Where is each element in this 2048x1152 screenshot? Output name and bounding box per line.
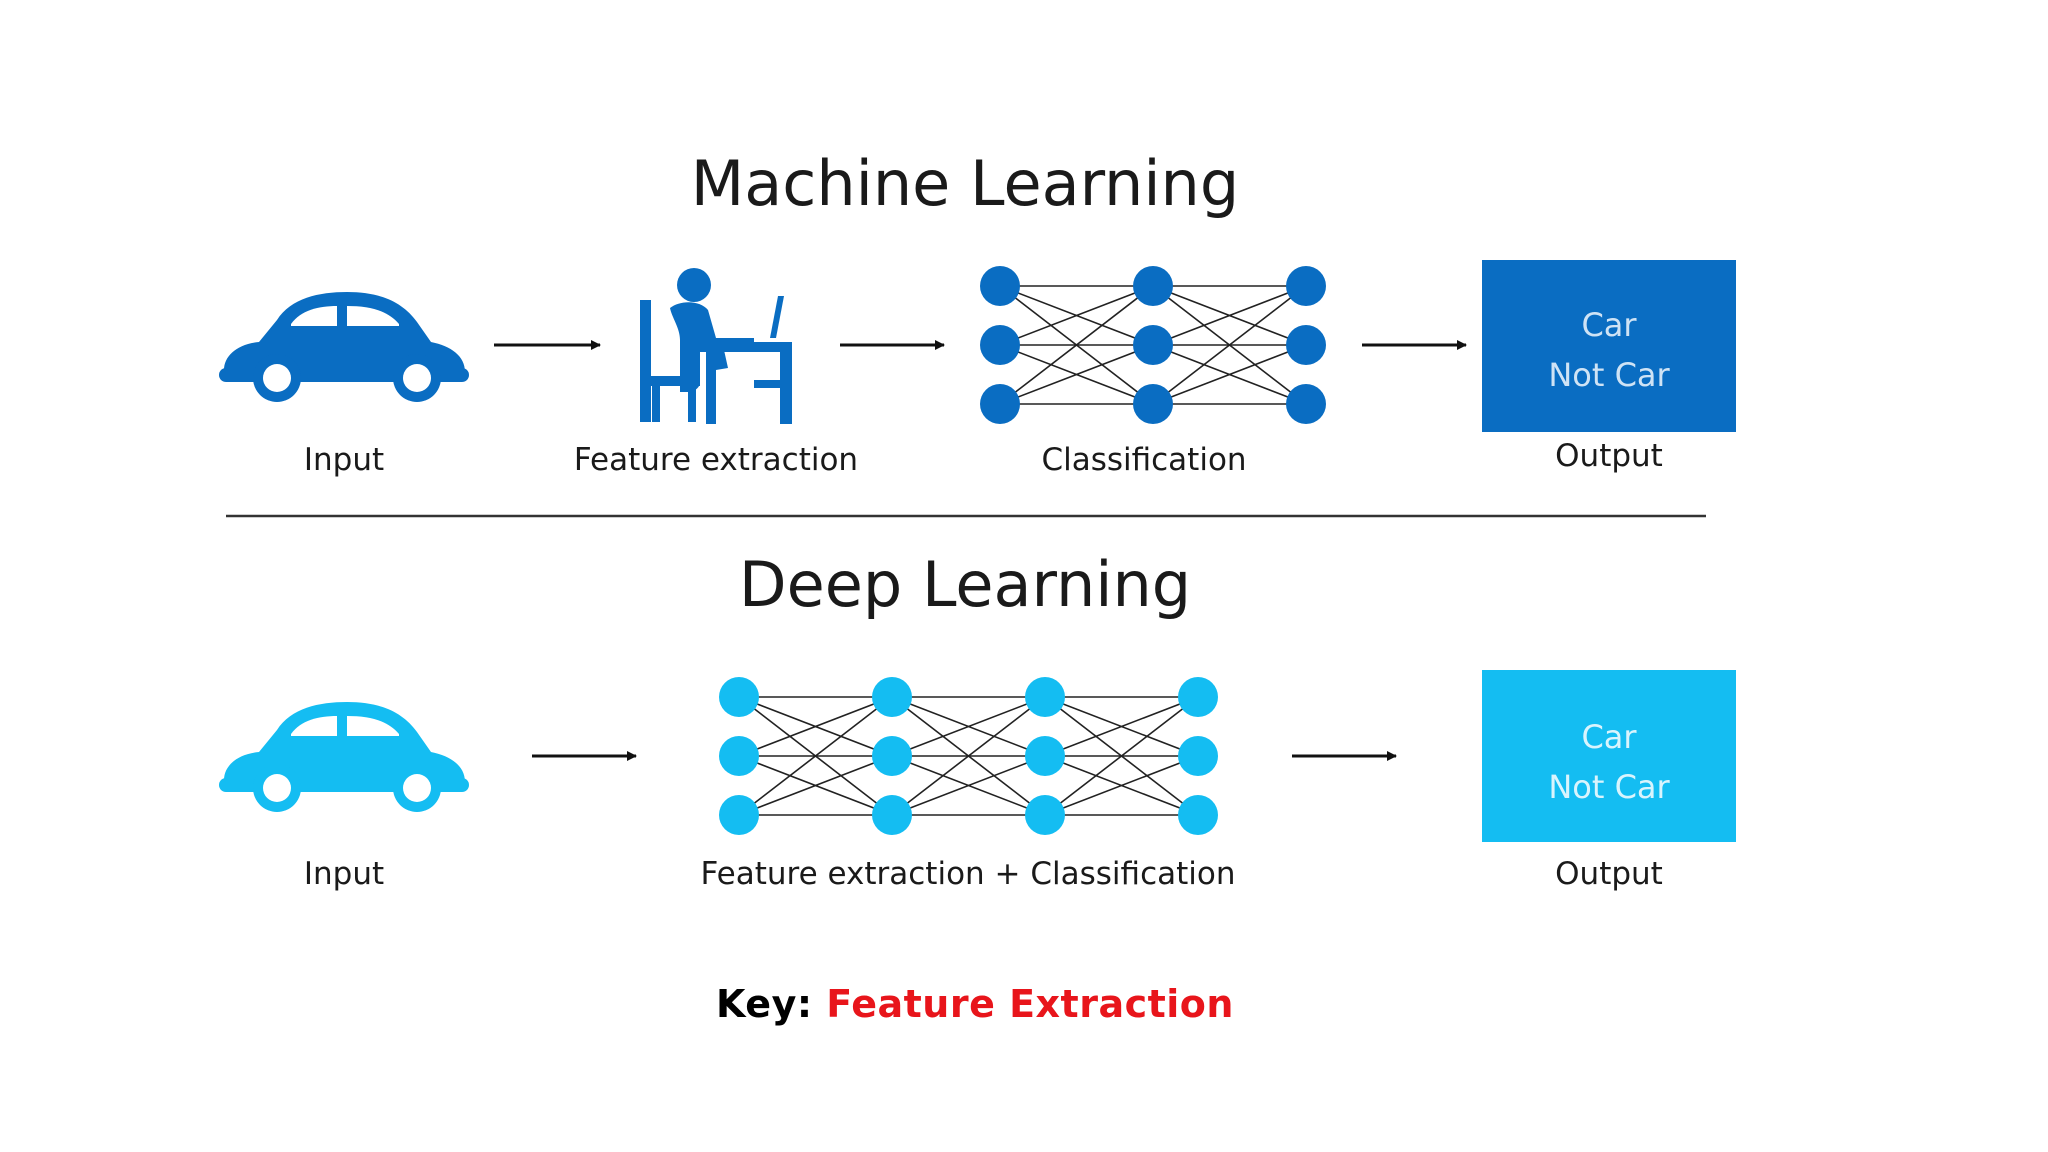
ml-network-node [1286,325,1326,365]
ml-network-node [1286,266,1326,306]
ml-network-node [980,384,1020,424]
key-legend: Key: Feature Extraction [0,982,1950,1026]
dl-title: Deep Learning [739,548,1191,621]
ml-network-node [980,266,1020,306]
dl-output-option-not-car: Not Car [1548,768,1670,806]
ml-feature-label: Feature extraction [574,442,858,478]
dl-network-connection [738,755,893,816]
dl-network-node [719,677,759,717]
ml-network-connection [1152,344,1307,405]
ml-network-node [980,325,1020,365]
dl-network-connection [1044,755,1199,816]
dl-network-node [1178,795,1218,835]
dl-network-node [872,795,912,835]
dl-input-label: Input [304,856,384,892]
ml-network-connection [1152,285,1307,405]
key-value: Feature Extraction [826,982,1234,1026]
ml-classification-label: Classification [1041,442,1246,478]
ml-network-connection [999,285,1154,346]
dl-network-node [1178,736,1218,776]
dl-network-node [1025,795,1065,835]
ml-output-box [1482,260,1736,432]
dl-network-connection [891,696,1046,757]
dl-network-connection [1044,696,1199,757]
ml-network-node [1286,384,1326,424]
ml-output-option-not-car: Not Car [1548,356,1670,394]
dl-output-option-car: Car [1581,718,1637,756]
dl-network-node [872,677,912,717]
ml-input-label: Input [304,442,384,478]
dl-network-connection [1044,696,1199,816]
ml-network-node [1133,266,1173,306]
dl-feature-classification-network [719,677,1218,835]
dl-network-connection [891,696,1046,816]
ml-network-node [1133,325,1173,365]
dl-network-node [872,736,912,776]
dl-combined-label: Feature extraction + Classification [701,856,1236,892]
ml-network-connection [999,344,1154,405]
ml-output-option-car: Car [1581,306,1637,344]
dl-network-node [1178,677,1218,717]
ml-network-node [1133,384,1173,424]
dl-network-connection [891,755,1046,816]
dl-network-connection [738,696,893,757]
ml-title: Machine Learning [691,147,1239,220]
dl-input-car-icon [219,702,469,812]
ml-network-connection [999,285,1154,405]
dl-output-label: Output [1555,856,1663,892]
ml-input-car-icon [219,292,469,402]
ml-classification-network [980,266,1326,424]
dl-network-node [719,795,759,835]
dl-network-node [1025,736,1065,776]
dl-network-node [1025,677,1065,717]
key-label: Key: [716,982,813,1026]
ml-output-label: Output [1555,438,1663,474]
dl-output-box [1482,670,1736,842]
dl-network-node [719,736,759,776]
ml-network-connection [1152,285,1307,346]
dl-network-connection [738,696,893,816]
person-at-desk-icon [640,268,792,424]
